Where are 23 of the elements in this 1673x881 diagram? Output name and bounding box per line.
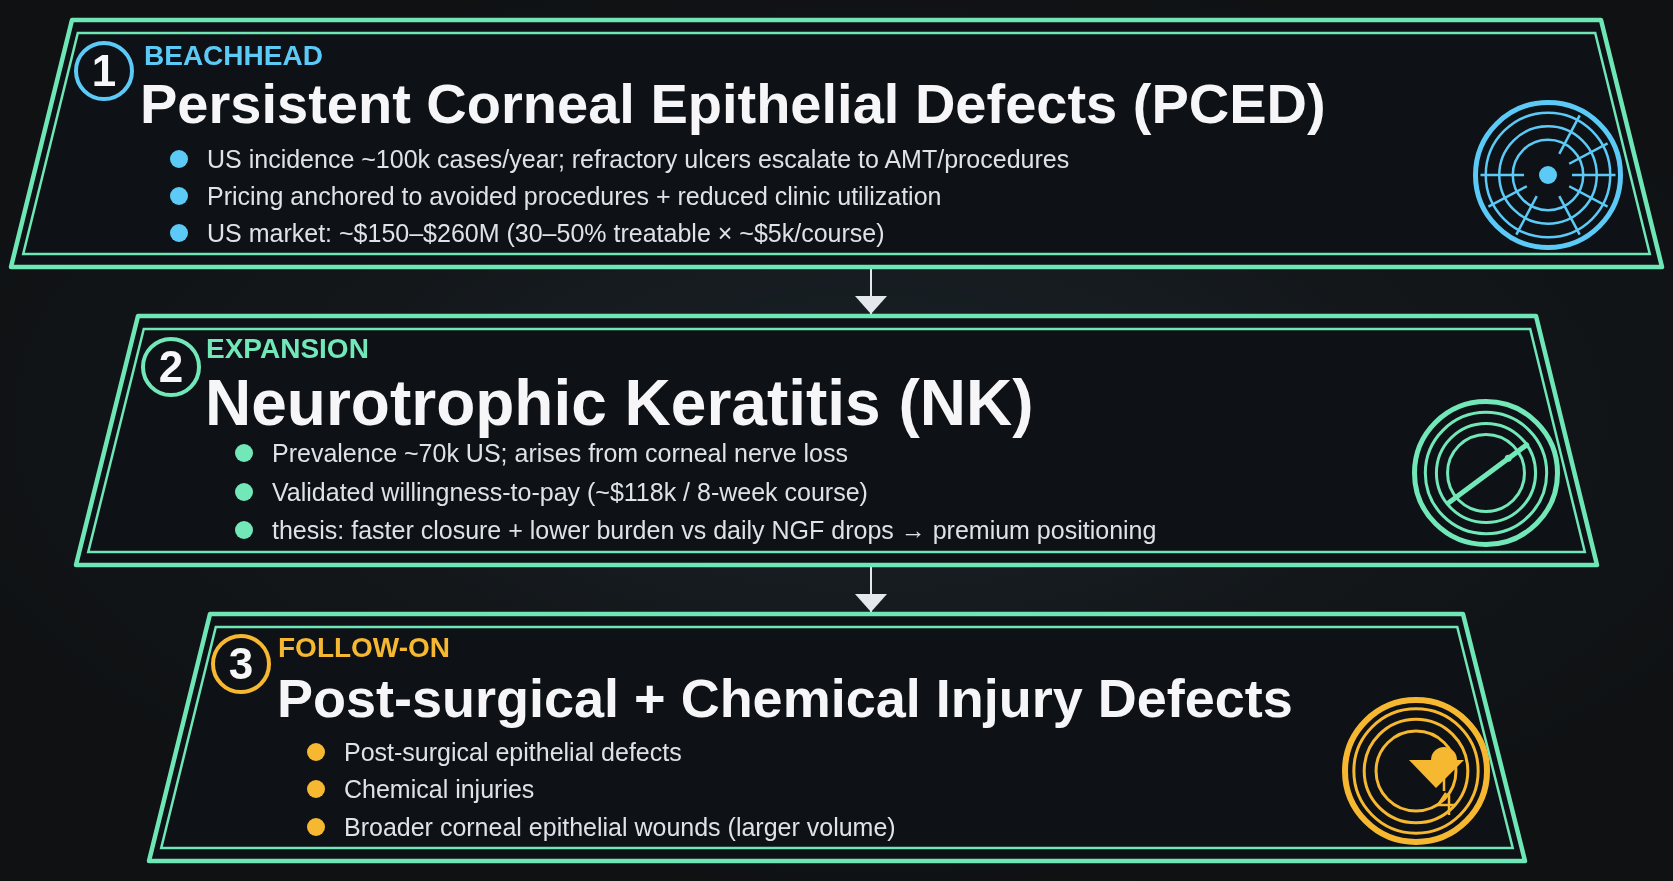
bullet-text: Post-surgical epithelial defects [344,737,682,767]
stage-label: FOLLOW-ON [278,632,451,665]
bullet-text: Broader corneal epithelial wounds (larger volume) [344,812,896,842]
number-badge: 3 [211,634,271,694]
funnel-band [8,17,1665,270]
band-title: Persistent Corneal Epithelial Defects (PCED) [140,72,1326,137]
stage-label: EXPANSION [206,333,369,366]
funnel-band [73,313,1600,568]
arrow [855,566,887,613]
funnel-band [146,611,1528,864]
bullet-text: US incidence ~100k cases/year; refractory ulcers escalate to AMT/procedures [207,144,1070,174]
bullet-text: Pricing anchored to avoided procedures + reduced clinic utilization [207,181,942,211]
bullet-text: thesis: faster closure + lower burden vs daily NGF drops → premium positioning [272,515,1157,545]
band-title: Neurotrophic Keratitis (NK) [205,367,1034,441]
bullet-text: US market: ~$150–$260M (30–50% treatable × ~$5k/course) [207,218,885,248]
number-badge: 2 [141,337,201,397]
stage-label: BEACHHEAD [144,40,323,73]
bullet-text: Prevalence ~70k US; arises from corneal nerve loss [272,438,848,468]
arrow [855,268,887,315]
bullet-text: Chemical injuries [344,774,535,804]
band-title: Post-surgical + Chemical Injury Defects [277,667,1293,730]
number-badge: 1 [74,41,134,101]
bullet-text: Validated willingness-to-pay (~$118k / 8-week course) [272,477,868,507]
